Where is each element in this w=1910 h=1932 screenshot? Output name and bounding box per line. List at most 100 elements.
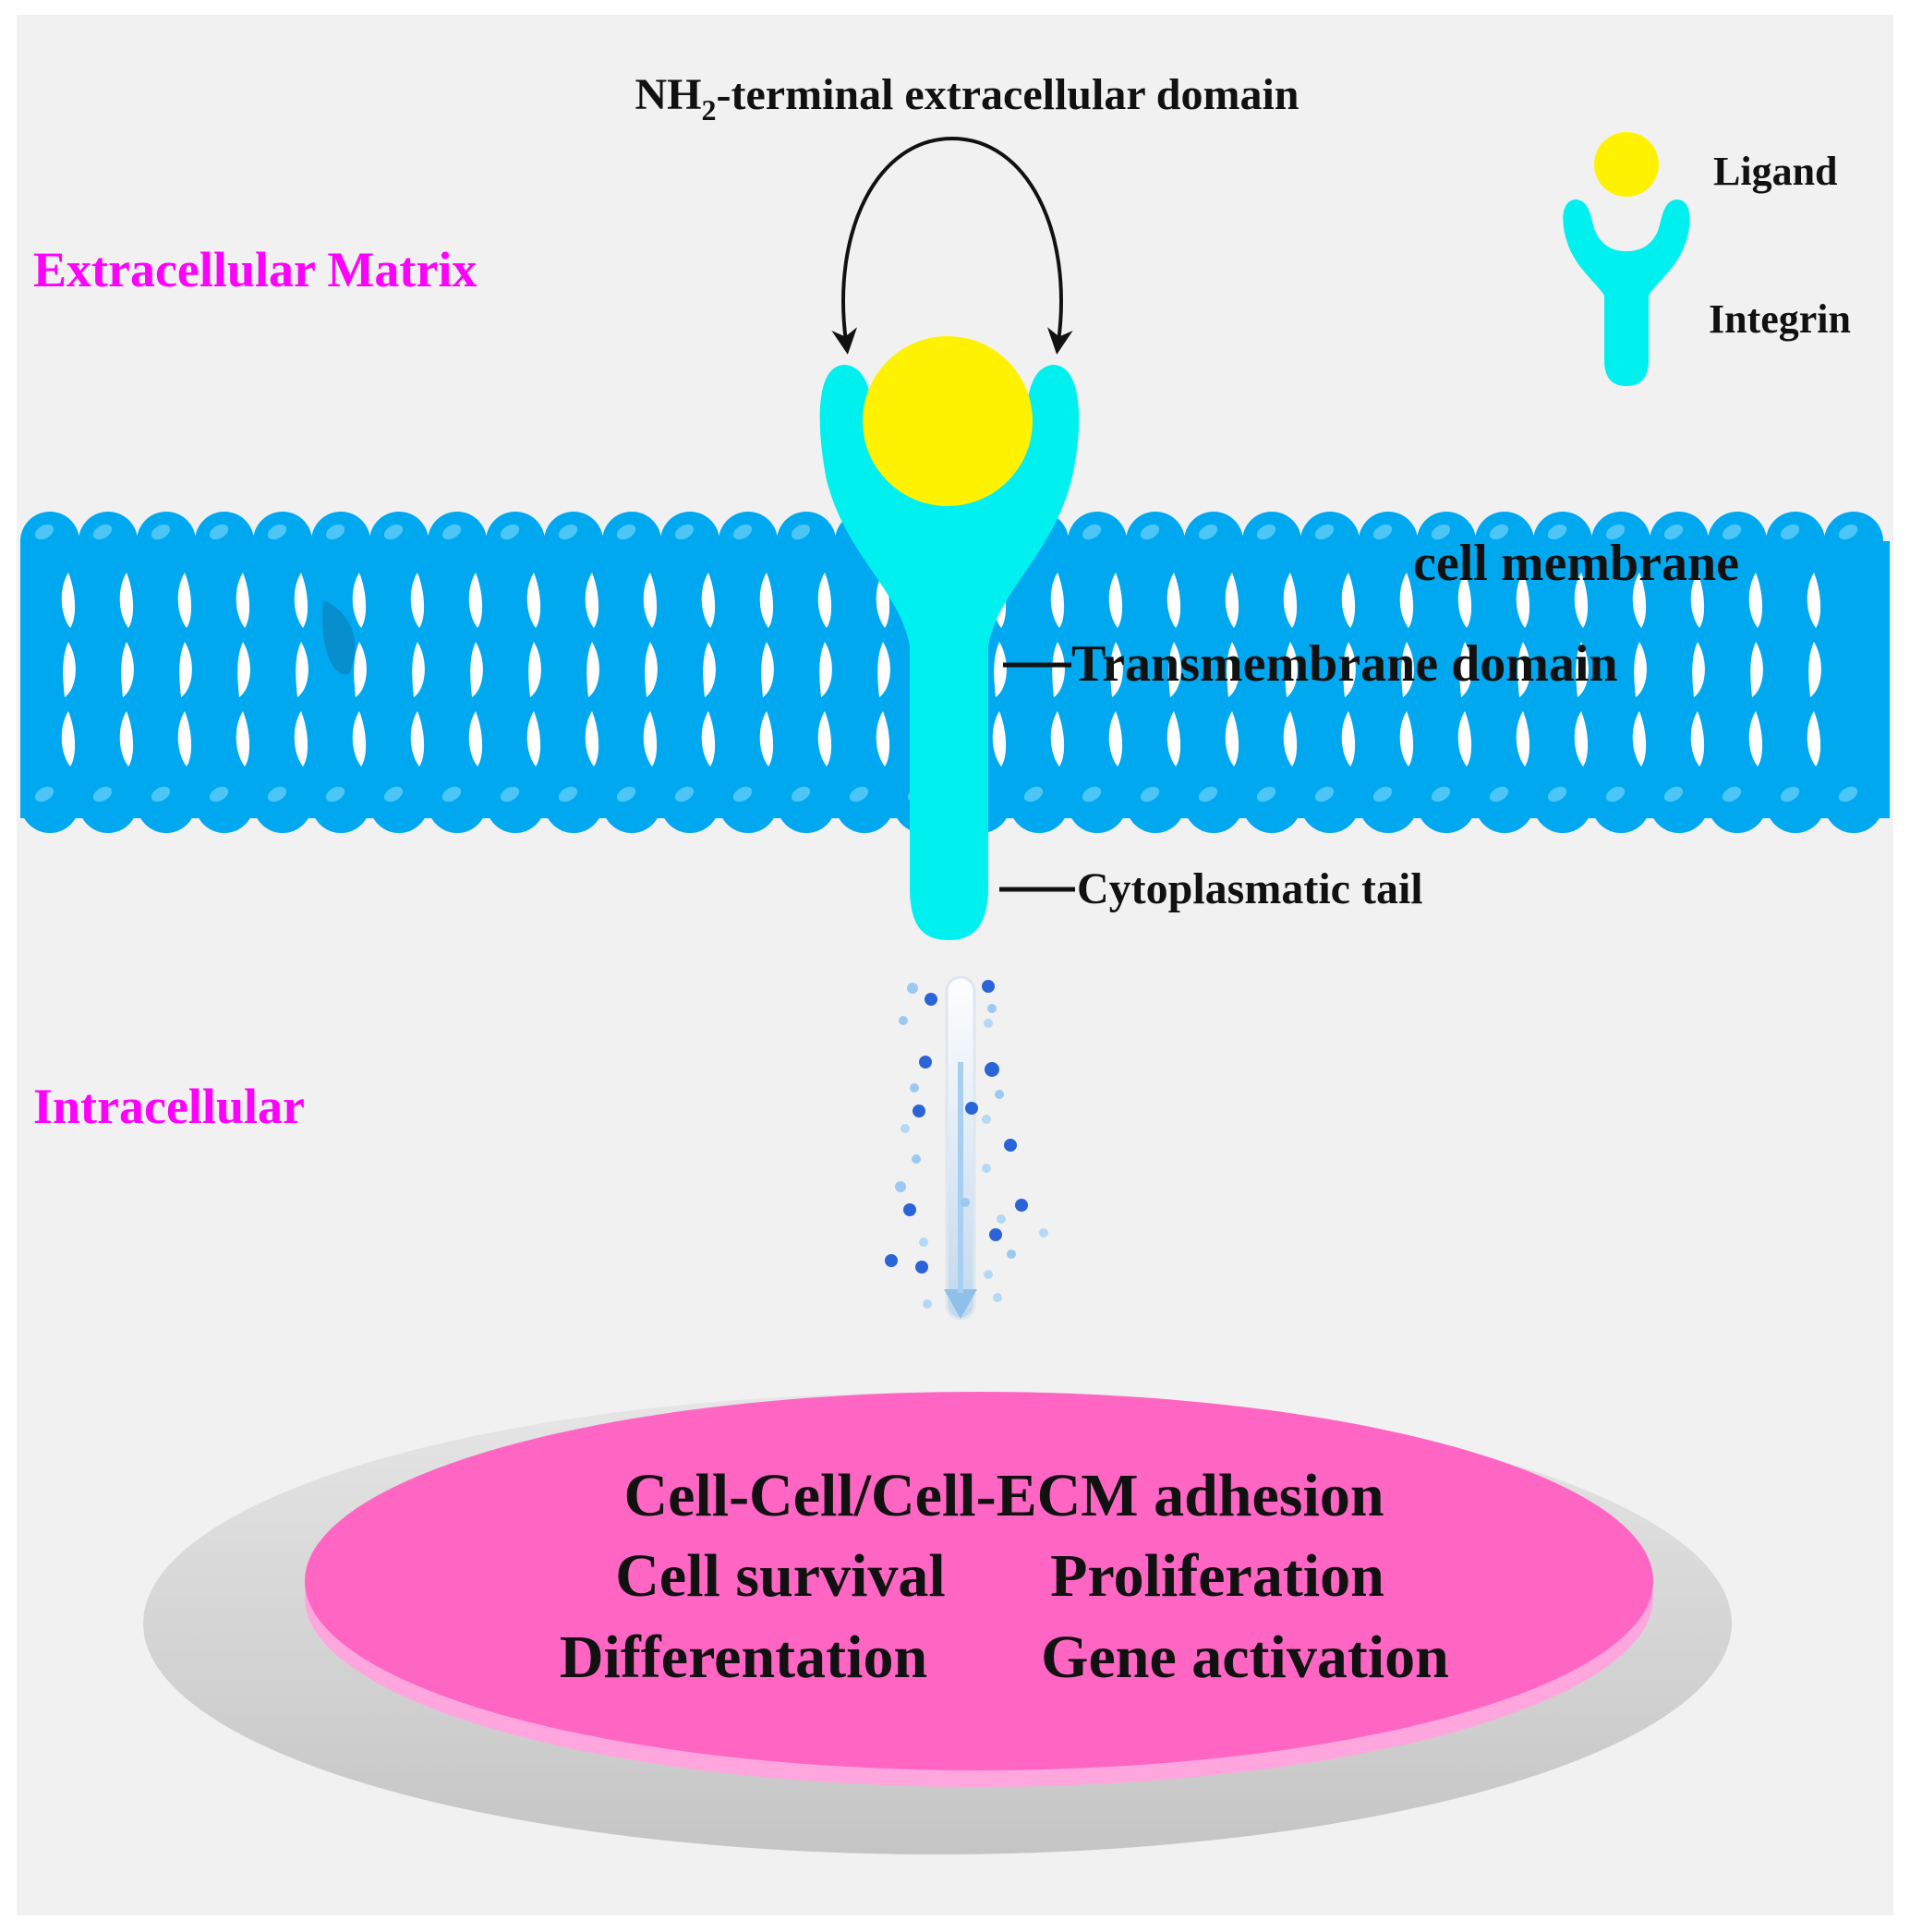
extracellular-matrix-label: Extracellular Matrix: [33, 242, 477, 297]
lipid-head-highlight: [1082, 786, 1102, 803]
lipid-tail-gap: [877, 642, 890, 697]
signal-particle: [995, 1090, 1004, 1099]
outer-lipid-head: [1300, 512, 1360, 571]
lipid-head-highlight: [1431, 786, 1451, 803]
lipid-tail-gap: [61, 573, 76, 628]
inner-lipid-head: [602, 774, 661, 833]
lipid-tail-gap: [1632, 711, 1647, 767]
lipid-tail-gap: [1634, 642, 1647, 697]
transmembrane-label: Transmembrane domain: [1071, 635, 1618, 693]
intracellular-label: Intracellular: [33, 1079, 305, 1134]
membrane-shadow-spot: [322, 600, 356, 675]
lipid-tail-gap: [236, 711, 250, 767]
lipid-tail-gap: [468, 573, 483, 628]
outer-lipid-head: [1475, 512, 1534, 571]
lipid-head-highlight: [151, 786, 171, 803]
signal-particle: [912, 1154, 921, 1164]
outer-lipid-head: [1242, 512, 1301, 571]
lipid-head-highlight: [500, 524, 520, 540]
inner-lipid-head: [1475, 774, 1534, 833]
signal-particle: [993, 1293, 1002, 1302]
inner-lipid-head: [137, 774, 196, 833]
outer-lipid-head: [777, 512, 836, 571]
lipid-head-highlight: [151, 524, 171, 540]
lipid-tail-gap: [1516, 711, 1530, 767]
lipid-tail-gap: [1574, 573, 1589, 628]
inner-lipid-head: [486, 774, 545, 833]
lipid-head-highlight: [1605, 524, 1626, 540]
extracellular-domain-label: NH2-terminal extracellular domain: [635, 70, 1300, 127]
lipid-tail-gap: [352, 711, 367, 767]
lipid-tail-gap: [1576, 642, 1589, 697]
lipid-tail-gap: [1050, 573, 1065, 628]
inner-lipid-head: [1242, 774, 1301, 833]
lipid-tail-gap: [761, 642, 774, 697]
lipid-head-highlight: [267, 786, 287, 803]
outer-lipid-head: [428, 512, 487, 571]
lipid-head-highlight: [1256, 786, 1276, 803]
signal-transduction-arrow: [944, 975, 977, 1321]
lipid-tail-gap: [1167, 573, 1181, 628]
lipid-head-highlight: [34, 524, 54, 540]
lipid-tail-gap: [992, 711, 1007, 767]
signal-particle: [907, 983, 918, 994]
inner-lipid-head: [1591, 774, 1650, 833]
inner-lipid-head: [1650, 774, 1709, 833]
lipid-tail-gap: [294, 711, 308, 767]
inner-lipid-head: [369, 774, 429, 833]
lipid-tail-gap: [1343, 642, 1356, 697]
signal-particle: [1004, 1139, 1017, 1152]
inner-lipid-head: [1068, 774, 1127, 833]
outer-lipid-head: [602, 512, 661, 571]
lipid-tail-gap: [701, 711, 716, 767]
lipid-tail-gap: [1748, 711, 1763, 767]
signal-particle: [919, 1056, 932, 1069]
outer-lipid-head: [1650, 512, 1709, 571]
outer-lipid-head: [1824, 512, 1883, 571]
outer-lipid-head: [1708, 512, 1767, 571]
lipid-tail-gap: [177, 711, 192, 767]
lipid-tail-gap: [236, 573, 250, 628]
domain-label-sub: 2: [702, 93, 717, 127]
signal-particle: [885, 1254, 898, 1267]
inner-lipid-head: [1533, 774, 1592, 833]
signal-particle: [913, 1105, 925, 1117]
lipid-tail-gap: [1399, 711, 1414, 767]
inner-lipid-head: [1009, 774, 1069, 833]
signal-particle: [1007, 1250, 1016, 1259]
outer-lipid-head: [1359, 512, 1418, 571]
lipid-head-highlight: [1780, 524, 1800, 540]
lipid-head-highlight: [1605, 786, 1626, 803]
outer-lipid-head: [486, 512, 545, 571]
inner-lipid-head: [777, 774, 836, 833]
cytoplasmic-tail-label: Cytoplasmatic tail: [1077, 864, 1423, 913]
lipid-head-highlight: [791, 524, 811, 540]
lipid-tail-gap: [410, 711, 425, 767]
inner-lipid-head: [195, 774, 254, 833]
lipid-tail-gap: [585, 711, 599, 767]
lipid-head-highlight: [616, 786, 636, 803]
lipid-tail-gap: [526, 573, 541, 628]
lipid-tail-gap: [1457, 573, 1472, 628]
lipid-tail-gap: [468, 711, 483, 767]
lipid-head-highlight: [1198, 786, 1218, 803]
signal-particle: [985, 1062, 999, 1077]
lipid-tail-gap: [876, 711, 890, 767]
lipid-tail-gap: [1807, 711, 1821, 767]
lipid-head-highlight: [1663, 524, 1684, 540]
outer-lipid-head: [544, 512, 603, 571]
lipid-head-highlight: [558, 786, 578, 803]
outer-lipid-head: [1591, 512, 1650, 571]
signal-particle: [989, 1228, 1002, 1241]
lipid-tail-gap: [526, 711, 541, 767]
domain-label-pre: NH: [635, 70, 702, 119]
lipid-tail-gap: [645, 642, 658, 697]
lipid-head-highlight: [209, 524, 229, 540]
lipid-tail-gap: [61, 711, 76, 767]
legend: Ligand Integrin: [1563, 132, 1851, 386]
signal-particle: [982, 1164, 991, 1173]
legend-ligand-swatch: [1594, 132, 1659, 197]
signal-particle: [982, 1115, 991, 1124]
lipid-head-highlight: [1780, 786, 1800, 803]
